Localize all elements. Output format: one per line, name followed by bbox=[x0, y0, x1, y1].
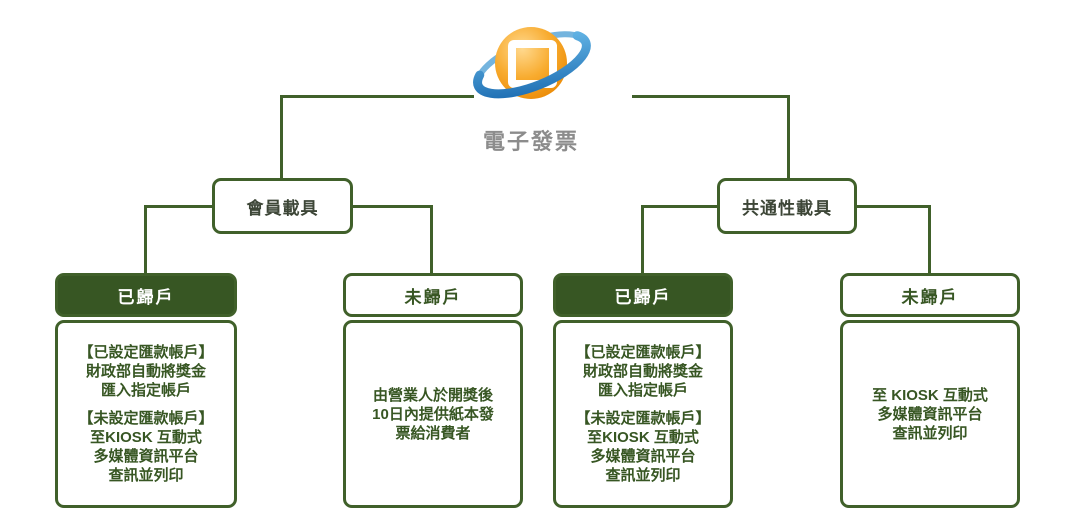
connector-common-right-h bbox=[857, 205, 930, 208]
leaf-header: 未歸戶 bbox=[343, 273, 523, 317]
connector-common-right-v bbox=[928, 205, 931, 273]
leaf-paragraph: 由營業人於開獎後 10日內提供紙本發 票給消費者 bbox=[372, 386, 494, 442]
logo-orbit-front bbox=[473, 31, 591, 99]
leaf-paragraph: 【未設定匯款帳戶】 至KIOSK 互動式 多媒體資訊平台 查訊並列印 bbox=[575, 410, 711, 484]
leaf-title: 未歸戶 bbox=[901, 287, 959, 307]
leaf-box-common-registered: 已歸戶 【已設定匯款帳戶】 財政部自動將獎金 匯入指定帳戶 【未設定匯款帳戶】 … bbox=[553, 273, 733, 508]
leaf-body: 至 KIOSK 互動式 多媒體資訊平台 查訊並列印 bbox=[840, 320, 1020, 508]
leaf-paragraph: 至 KIOSK 互動式 多媒體資訊平台 查訊並列印 bbox=[872, 386, 988, 442]
leaf-box-member-unregistered: 未歸戶 由營業人於開獎後 10日內提供紙本發 票給消費者 bbox=[343, 273, 523, 508]
leaf-title: 已歸戶 bbox=[614, 287, 672, 307]
leaf-body: 由營業人於開獎後 10日內提供紙本發 票給消費者 bbox=[343, 320, 523, 508]
leaf-paragraph: 【已設定匯款帳戶】 財政部自動將獎金 匯入指定帳戶 bbox=[78, 344, 214, 399]
leaf-box-common-unregistered: 未歸戶 至 KIOSK 互動式 多媒體資訊平台 查訊並列印 bbox=[840, 273, 1020, 508]
e-invoice-logo bbox=[473, 27, 591, 99]
branch-box-common-carrier: 共通性載具 bbox=[717, 178, 857, 234]
connector-top-right-h bbox=[632, 95, 790, 98]
connector-top-left-v bbox=[280, 95, 283, 178]
connector-member-right-h bbox=[353, 205, 433, 208]
leaf-header: 未歸戶 bbox=[840, 273, 1020, 317]
leaf-title: 已歸戶 bbox=[117, 287, 175, 307]
leaf-box-member-registered: 已歸戶 【已設定匯款帳戶】 財政部自動將獎金 匯入指定帳戶 【未設定匯款帳戶】 … bbox=[55, 273, 237, 508]
connector-common-left-h bbox=[643, 205, 717, 208]
leaf-paragraph: 【已設定匯款帳戶】 財政部自動將獎金 匯入指定帳戶 bbox=[575, 344, 711, 399]
logo-caption: 電子發票 bbox=[482, 129, 579, 154]
leaf-header: 已歸戶 bbox=[553, 273, 733, 317]
branch-label: 共通性載具 bbox=[742, 198, 832, 218]
leaf-header: 已歸戶 bbox=[55, 273, 237, 317]
connector-top-left-h bbox=[281, 95, 474, 98]
connector-member-left-h bbox=[146, 205, 212, 208]
branch-box-member-carrier: 會員載具 bbox=[212, 178, 353, 234]
connector-common-left-v bbox=[641, 205, 644, 273]
connector-member-right-v bbox=[430, 205, 433, 273]
leaf-body: 【已設定匯款帳戶】 財政部自動將獎金 匯入指定帳戶 【未設定匯款帳戶】 至KIO… bbox=[55, 320, 237, 508]
leaf-title: 未歸戶 bbox=[404, 287, 462, 307]
connector-top-right-v bbox=[787, 95, 790, 178]
leaf-paragraph: 【未設定匯款帳戶】 至KIOSK 互動式 多媒體資訊平台 查訊並列印 bbox=[78, 410, 214, 484]
connector-member-left-v bbox=[144, 205, 147, 273]
leaf-body: 【已設定匯款帳戶】 財政部自動將獎金 匯入指定帳戶 【未設定匯款帳戶】 至KIO… bbox=[553, 320, 733, 508]
branch-label: 會員載具 bbox=[246, 198, 319, 218]
